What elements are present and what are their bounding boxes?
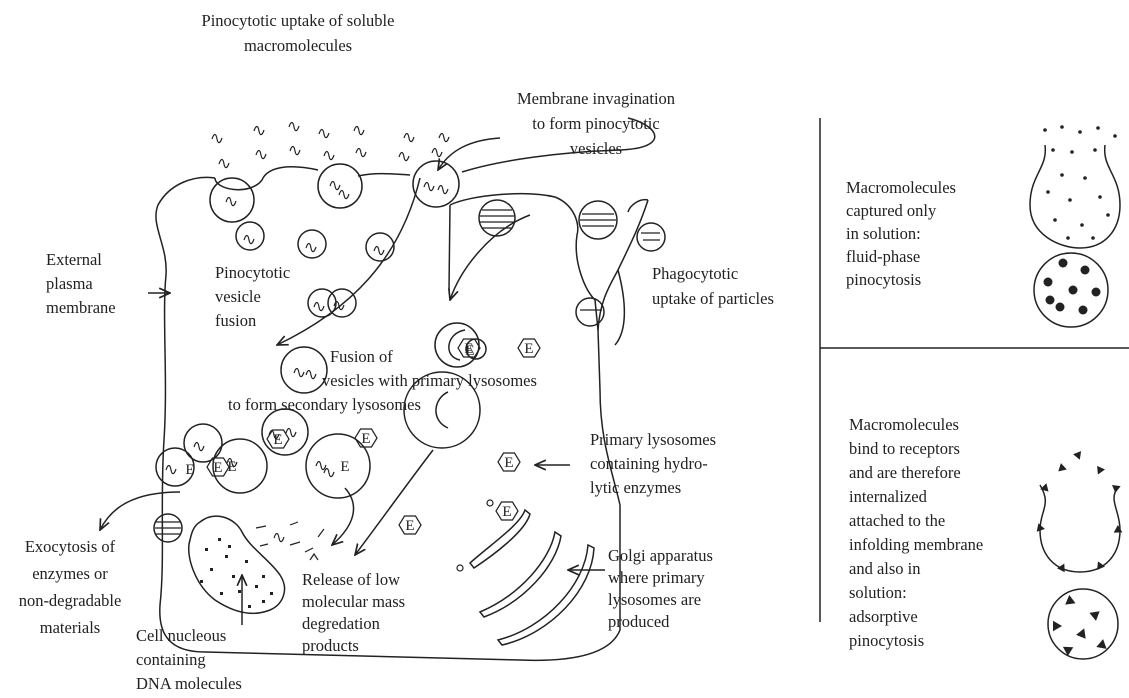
macromolecule-squiggle <box>218 158 230 169</box>
macromolecule-squiggle <box>273 532 285 543</box>
macromolecule-squiggle <box>373 245 385 256</box>
enzyme-hexagon: E <box>457 338 481 358</box>
macromolecule-squiggle <box>193 441 205 452</box>
macromolecule-squiggle <box>268 429 280 440</box>
macromolecule-squiggle <box>323 150 335 161</box>
pinocytotic-vesicles <box>235 221 395 456</box>
soluble-macromolecules <box>165 121 450 543</box>
macromolecule-squiggle <box>315 460 327 471</box>
macromolecule-squiggle <box>225 196 237 207</box>
macromolecule-squiggle <box>398 151 410 162</box>
macromolecule-squiggle <box>255 149 267 160</box>
macromolecule-squiggle <box>211 133 223 144</box>
secondary-lysosomes <box>155 322 487 499</box>
macromolecule-squiggle <box>243 234 255 245</box>
macromolecule-squiggle <box>288 121 300 132</box>
macromolecule-squiggle <box>423 181 435 192</box>
macromolecule-squiggle <box>285 427 297 438</box>
macromolecule-squiggle <box>355 147 367 158</box>
degradation-products <box>255 521 325 561</box>
cell-nucleus <box>188 515 286 614</box>
macromolecule-squiggle <box>253 125 265 136</box>
enzyme-hexagon: E <box>398 515 422 535</box>
enzyme-hexagon: E <box>354 428 378 448</box>
macromolecule-squiggle <box>329 180 341 191</box>
right-panel-dividers <box>819 118 1129 622</box>
enzyme-hexagon: E <box>266 429 290 449</box>
svg-text:E: E <box>361 431 370 447</box>
dna-molecules <box>200 538 273 608</box>
adsorptive-illustration <box>1036 451 1123 660</box>
pathway-arrows <box>100 137 605 625</box>
fluid-phase-illustration <box>1029 125 1121 328</box>
svg-text:E: E <box>405 518 414 534</box>
macromolecule-squiggle <box>438 132 450 143</box>
enzyme-hexagon: E <box>495 501 519 521</box>
macromolecule-squiggle <box>318 128 330 139</box>
macromolecule-squiggle <box>437 184 449 195</box>
enzyme-hexagon: E <box>497 452 521 472</box>
svg-text:E: E <box>504 455 513 471</box>
macromolecule-squiggle <box>353 125 365 136</box>
enzyme-letter: E <box>185 462 194 478</box>
macromolecule-squiggle <box>313 301 325 312</box>
macromolecule-squiggle <box>165 464 177 475</box>
svg-text:E: E <box>524 341 533 357</box>
enzyme-letter: E <box>227 459 236 475</box>
svg-text:E: E <box>502 504 511 520</box>
svg-text:E: E <box>464 341 473 357</box>
macromolecule-squiggle <box>431 147 443 158</box>
enzyme-hexagon: E <box>206 457 230 477</box>
macromolecule-squiggle <box>293 367 305 378</box>
macromolecule-squiggle <box>403 132 415 143</box>
enzyme-letter: E <box>340 459 349 475</box>
macromolecule-squiggle <box>323 467 335 478</box>
macromolecule-squiggle <box>338 189 350 200</box>
svg-text:E: E <box>213 460 222 476</box>
macromolecule-squiggle <box>226 457 238 468</box>
macromolecule-squiggle <box>305 242 317 253</box>
svg-text:E: E <box>273 432 282 448</box>
phagocytosed-particles <box>153 199 666 543</box>
enzyme-hexagon: E <box>517 338 541 358</box>
golgi-apparatus <box>456 499 595 646</box>
cell-membrane <box>155 117 656 662</box>
macromolecule-squiggle <box>289 145 301 156</box>
invaginating-vesicles <box>209 160 460 223</box>
macromolecule-squiggle <box>305 369 317 380</box>
enzyme-letter: E <box>465 343 474 359</box>
